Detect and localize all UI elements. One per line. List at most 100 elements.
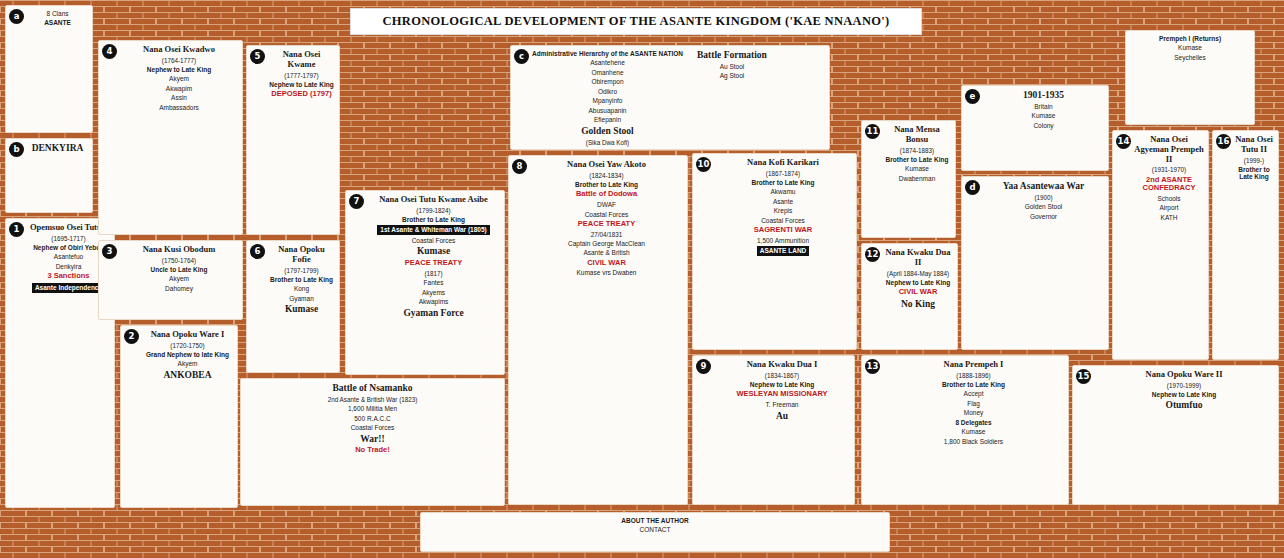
panel-text: CIVIL WAR xyxy=(587,259,626,268)
panel-text: 500 R.A.C.C xyxy=(354,415,391,422)
panel-text: 2nd ASANTE CONFEDRACY xyxy=(1134,176,1204,193)
callout-number: d xyxy=(965,180,980,195)
panel-text: Coastal Forces xyxy=(585,211,629,218)
panel-text: Kumase xyxy=(1032,112,1056,119)
panel-text: DWAF xyxy=(597,201,616,208)
panel-text: Obirempon xyxy=(591,78,623,85)
panel-text: Brother to Late King xyxy=(402,216,465,223)
callout-label: 15 xyxy=(1078,372,1090,381)
callout-label: a xyxy=(14,12,20,21)
panel-text: Accept xyxy=(964,390,984,397)
panel-text: Ag Stool xyxy=(720,72,745,79)
reign-panel: Nana Osei Yaw Akoto(1824-1834)Brother to… xyxy=(508,155,688,505)
ruler-name: Nana Osei Kwame xyxy=(268,50,335,70)
panel-text: WESLEYAN MISSIONARY xyxy=(736,390,827,399)
callout-label: 2 xyxy=(129,332,135,341)
panel-text: (1888-1896) xyxy=(956,372,990,379)
reign-panel: Nana Osei Agyeman Prempeh II(1931-1970)2… xyxy=(1112,130,1209,360)
panel-text: Nephew to Late King xyxy=(750,381,814,388)
callout-number: 14 xyxy=(1116,134,1131,149)
panel-text: (1817) xyxy=(424,270,442,277)
callout-number: a xyxy=(9,9,24,24)
panel-text: Airport xyxy=(1159,204,1178,211)
callout-number: 6 xyxy=(250,244,265,259)
panel-text: Golden Stool xyxy=(581,126,634,137)
callout-label: e xyxy=(970,92,976,101)
reign-panel: Nana Osei Tutu Kwame Asibe(1799-1824)Bro… xyxy=(345,190,505,375)
panel-text: PEACE TREATY xyxy=(578,220,635,229)
panel-text: Brother to Late King xyxy=(575,181,638,188)
panel-text: Abusuapanin xyxy=(589,107,627,114)
panel-text: Grand Nephew to late King xyxy=(146,351,229,358)
callout-label: 14 xyxy=(1118,137,1130,146)
panel-text: Kumase xyxy=(1178,44,1202,51)
panel-text: (1764-1777) xyxy=(162,57,196,64)
panel-text: (1750-1764) xyxy=(162,257,196,264)
panel-text: Akwapims xyxy=(419,298,449,305)
panel-text: Coastal Forces xyxy=(412,237,456,244)
panel-text: Golden Stool xyxy=(1025,203,1063,210)
panel-text: Nephew to Late King xyxy=(886,279,950,286)
panel-text: (1900) xyxy=(1034,194,1052,201)
panel-text: Colony xyxy=(1033,122,1053,129)
panel-text: Odikro xyxy=(598,88,617,95)
callout-number: 15 xyxy=(1076,369,1091,384)
reign-panel: Nana Kofi Karikari(1867-1874)Brother to … xyxy=(692,153,857,350)
panel-text: Nephew to Late King xyxy=(147,66,211,73)
panel-text: Battle of Dodowa xyxy=(576,190,637,199)
panel-text: Kong xyxy=(294,285,309,292)
callout-label: 1 xyxy=(14,225,20,234)
panel-text: ASANTE LAND xyxy=(757,246,810,255)
reign-panel: Nana Opoku Ware II(1970-1999)Nephew to L… xyxy=(1072,365,1279,505)
ruler-name: Nana Kusi Obodum xyxy=(143,245,216,255)
callout-number: e xyxy=(965,89,980,104)
panel-text: Au Stool xyxy=(720,63,745,70)
panel-text: (1874-1883) xyxy=(900,147,934,154)
panel-text: 1901-1935 xyxy=(1023,90,1064,101)
panel-text: (1999-) xyxy=(1244,157,1264,164)
panel-text: Akyem xyxy=(169,275,189,282)
panel-text: Mpanyinfo xyxy=(592,97,622,104)
panel-text: Omanhene xyxy=(591,69,623,76)
ruler-name: Nana Kofi Karikari xyxy=(747,158,819,168)
ruler-name: Nana Opoku Ware I xyxy=(151,330,225,340)
panel-text: Money xyxy=(964,409,984,416)
reign-panel: Administrative Hierarchy of the ASANTE N… xyxy=(510,45,830,150)
panel-text: 8 Delegates xyxy=(955,419,991,426)
callout-label: 11 xyxy=(867,127,879,136)
reign-panel: Nana Kwaku Dua II(April 1884-May 1884)Ne… xyxy=(861,243,958,350)
panel-text: ASANTE xyxy=(44,19,71,26)
panel-text: No Trade! xyxy=(355,446,390,455)
reign-panel: 8 ClansASANTEa xyxy=(5,5,93,133)
panel-text: Akwamu xyxy=(771,188,796,195)
panel-text: Britain xyxy=(1034,103,1052,110)
reign-panel: Nana Osei Kwame(1777-1797)Nephew to Late… xyxy=(246,45,340,235)
callout-label: 6 xyxy=(255,247,261,256)
callout-label: 16 xyxy=(1218,137,1230,146)
panel-text: Prempeh I (Returns) xyxy=(1159,35,1221,42)
panel-text: Nephew to Late King xyxy=(269,81,333,88)
panel-text: (1970-1999) xyxy=(1167,382,1201,389)
panel-text: ABOUT THE AUTHOR xyxy=(621,517,688,524)
callout-number: 3 xyxy=(102,244,117,259)
ruler-name: Nana Osei Agyeman Prempeh II xyxy=(1134,135,1204,164)
panel-text: Akyem xyxy=(178,360,198,367)
panel-text: No King xyxy=(901,299,935,310)
panel-text: ANKOBEA xyxy=(163,370,211,381)
panel-text: Kumase xyxy=(905,165,929,172)
reign-panel: ABOUT THE AUTHORCONTACT xyxy=(420,512,890,552)
reign-panel: DENKYIRAb xyxy=(5,138,93,213)
panel-text: Ambassadors xyxy=(159,104,199,111)
panel-text: Au xyxy=(776,411,788,422)
callout-number: 7 xyxy=(349,194,364,209)
callout-number: 9 xyxy=(696,359,711,374)
reign-panel: Nana Opoku Fofie(1797-1799)Brother to La… xyxy=(246,240,340,373)
reign-panel: Nana Osei Tutu II(1999-)Brother to Late … xyxy=(1212,130,1279,360)
reign-panel: Nana Prempeh I(1888-1896)Brother to Late… xyxy=(861,355,1069,505)
callout-number: b xyxy=(9,142,24,157)
ruler-name: Nana Prempeh I xyxy=(944,360,1004,370)
panel-text: Denkyira xyxy=(56,263,82,270)
panel-text: Battle Formation xyxy=(697,50,767,61)
panel-text: Efiepanin xyxy=(594,116,621,123)
callout-number: 8 xyxy=(512,159,527,174)
